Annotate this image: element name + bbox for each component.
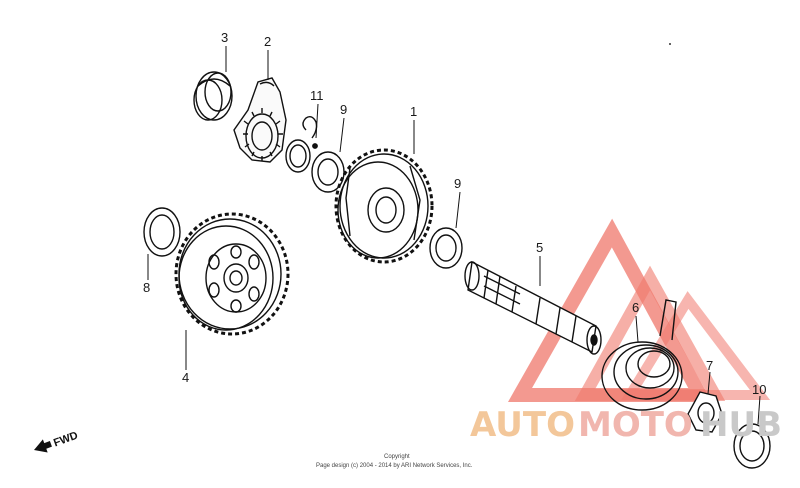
- part-3-bushing: [193, 71, 233, 121]
- part-label-11: 11: [310, 88, 324, 103]
- part-number-labels: 3 2 11 9 1 9 5 8 6 4 7 10: [143, 30, 766, 397]
- part-10-washer: [733, 423, 771, 469]
- part-9-washer-lower: [429, 227, 463, 269]
- copyright-line-1: Copyright: [384, 454, 410, 460]
- copyright-notice: Copyright Page design (c) 2004 - 2014 by…: [316, 454, 473, 469]
- watermark-word-hub: HUB: [700, 405, 782, 445]
- part-8-washer: [143, 207, 181, 257]
- part-label-9-lower: 9: [454, 176, 461, 191]
- part-label-9-upper: 9: [340, 102, 347, 117]
- part-4-gear: [174, 212, 290, 336]
- forward-direction-indicator: FWD: [34, 430, 80, 453]
- part-label-6: 6: [632, 300, 639, 315]
- watermark-word-auto: AUTO: [470, 405, 575, 445]
- part-label-2: 2: [264, 34, 271, 49]
- part-9-washer-upper: [311, 151, 345, 193]
- part-1-gear: [334, 148, 434, 264]
- watermark-text: AUTO MOTO HUB: [470, 405, 782, 445]
- part-label-1: 1: [410, 104, 417, 119]
- stray-dot: [669, 43, 671, 45]
- watermark-word-moto: MOTO: [578, 405, 693, 445]
- leader-lines: [147, 46, 761, 425]
- part-label-10: 10: [752, 382, 766, 397]
- part-label-3: 3: [221, 30, 228, 45]
- part-label-7: 7: [706, 358, 713, 373]
- part-label-5: 5: [536, 240, 543, 255]
- part-7-nut: [687, 391, 723, 433]
- part-6-spring: [601, 299, 683, 411]
- part-5-shaft: [464, 260, 602, 355]
- part-11-ring: [285, 139, 311, 173]
- part-2-ratchet: [233, 77, 287, 163]
- forward-label: FWD: [52, 430, 80, 450]
- copyright-line-2: Page design (c) 2004 - 2014 by ARI Netwo…: [316, 463, 473, 469]
- part-label-4: 4: [182, 370, 189, 385]
- part-label-8: 8: [143, 280, 150, 295]
- forward-arrow-icon: [34, 439, 52, 453]
